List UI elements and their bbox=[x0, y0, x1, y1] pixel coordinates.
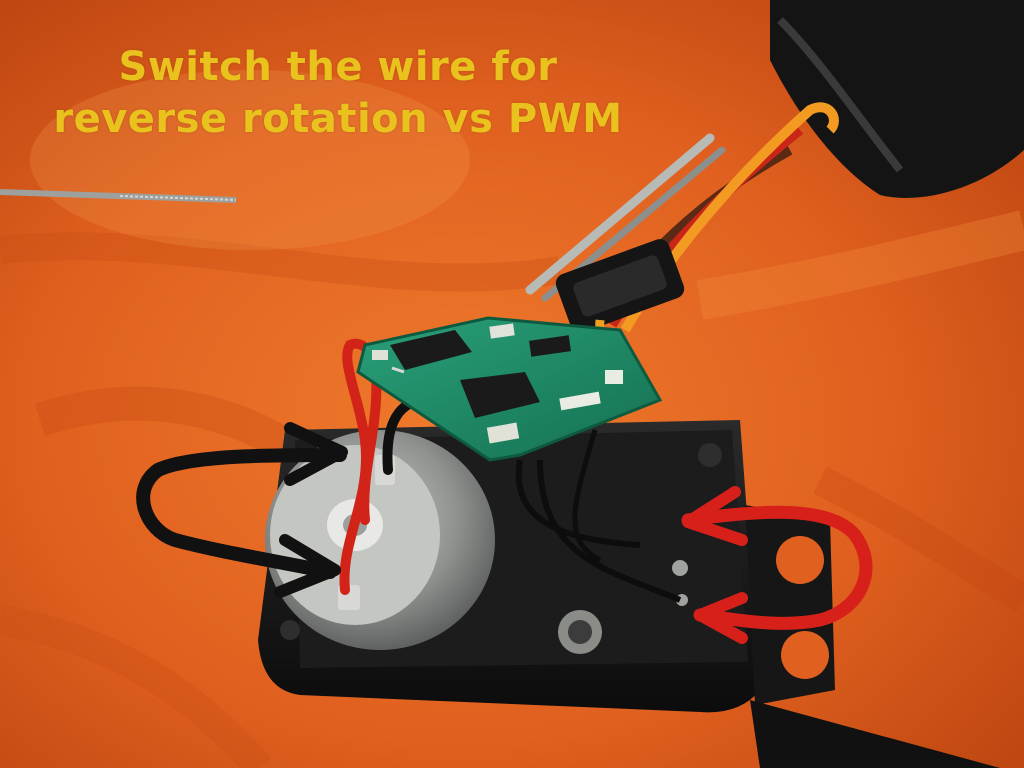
metal-pin bbox=[525, 133, 715, 295]
cloth-highlight bbox=[30, 70, 470, 250]
cloth-fold bbox=[0, 605, 272, 768]
dark-object bbox=[770, 0, 1024, 198]
cloth-fold bbox=[0, 232, 563, 292]
ic-chip bbox=[390, 330, 472, 374]
annotation-red-arrow bbox=[681, 505, 873, 630]
motor-red-wire bbox=[339, 338, 382, 595]
caption-line-1: Switch the wire for bbox=[118, 44, 558, 90]
cloth-fold bbox=[813, 466, 1024, 613]
annotation-black-arrow bbox=[136, 448, 347, 579]
ic-chip bbox=[460, 372, 540, 418]
mounting-ear bbox=[745, 505, 835, 705]
caption-line-2: reverse rotation vs PWM bbox=[53, 96, 623, 142]
cloth-fold bbox=[696, 210, 1024, 320]
